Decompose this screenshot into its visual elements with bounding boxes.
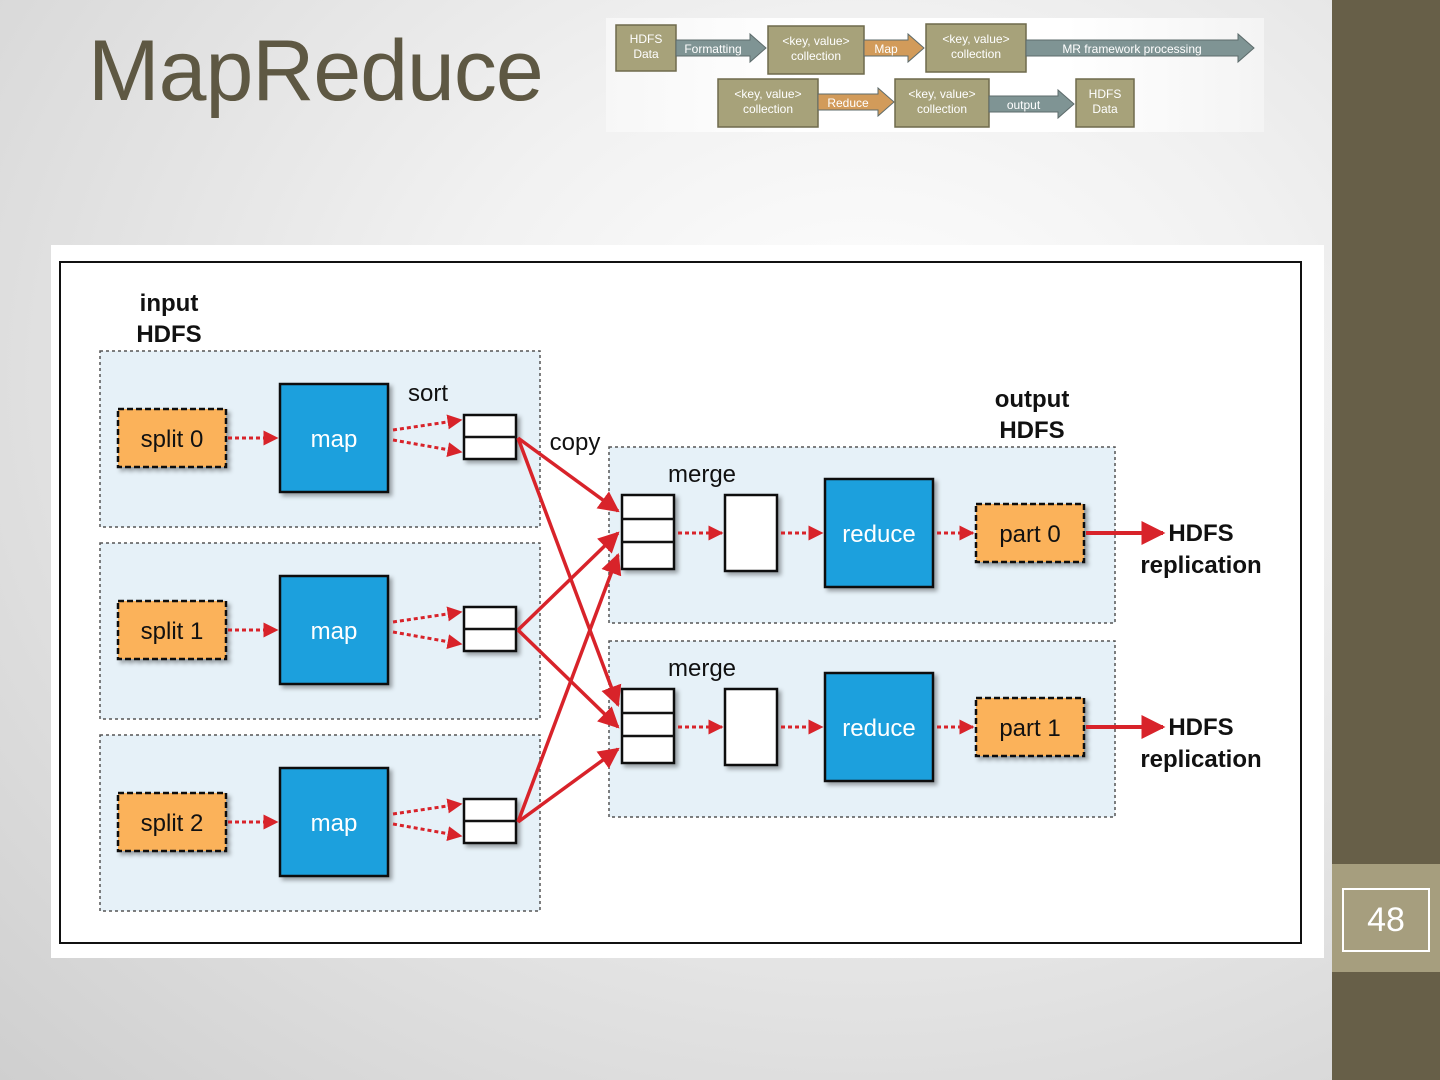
part-label-0: part 0 bbox=[999, 521, 1060, 548]
replication-label-1: HDFS bbox=[1168, 714, 1233, 741]
slide-title: MapReduce bbox=[88, 23, 544, 119]
flow-box-kv-3-label: collection bbox=[743, 102, 793, 116]
split-label-1: split 1 bbox=[141, 618, 204, 645]
map-box-0 bbox=[278, 382, 390, 494]
flow-arrow-map-label: Map bbox=[874, 42, 898, 56]
flow-arrow-map-shape bbox=[863, 32, 925, 64]
flow-box-hdfs-data-out-label: HDFS bbox=[1089, 87, 1122, 101]
flow-arrow-output-shape bbox=[988, 88, 1075, 120]
replication-label-2-0: replication bbox=[1140, 552, 1261, 579]
reduce-box-0 bbox=[823, 477, 935, 589]
flow-arrow-reduce-shape bbox=[817, 86, 895, 118]
page-number: 48 bbox=[1342, 888, 1430, 952]
arrow-map-sort-b-1 bbox=[392, 630, 463, 650]
output-hdfs-label-2: HDFS bbox=[999, 417, 1064, 444]
copy-arrow-0-0 bbox=[516, 436, 620, 513]
arrow-map-sort-b-0 bbox=[392, 438, 463, 458]
flow-arrow-formatting-shape bbox=[675, 32, 767, 64]
flow-box-kv-4: <key, value>collection bbox=[894, 78, 990, 128]
map-label-1: map bbox=[311, 618, 358, 645]
replication-label-0: HDFS bbox=[1168, 520, 1233, 547]
merged-buffer-0 bbox=[723, 493, 779, 573]
input-hdfs-label-2: HDFS bbox=[136, 321, 201, 348]
flow-arrow-map: Map bbox=[863, 32, 925, 64]
flow-box-kv-4-label: collection bbox=[917, 102, 967, 116]
flow-box-kv-2: <key, value>collection bbox=[925, 23, 1027, 73]
part-box-0 bbox=[974, 502, 1086, 564]
flow-arrow-reduce-label: Reduce bbox=[827, 96, 869, 110]
flow-box-hdfs-data-in-label: HDFS bbox=[630, 32, 663, 46]
arrow-map-sort-b-2 bbox=[392, 822, 463, 842]
flow-box-kv-1-label: collection bbox=[791, 49, 841, 63]
map-box-1 bbox=[278, 574, 390, 686]
part-box-1 bbox=[974, 696, 1086, 758]
reduce-box-1 bbox=[823, 671, 935, 783]
arrow-map-sort-a-2 bbox=[392, 798, 463, 816]
copy-arrow-2-1 bbox=[516, 747, 620, 824]
flow-box-kv-3-label: <key, value> bbox=[734, 87, 801, 101]
copy-arrow-1-1 bbox=[516, 628, 620, 729]
split-box-1 bbox=[116, 599, 228, 661]
replication-label-2-1: replication bbox=[1140, 746, 1261, 773]
arrow-map-sort-a-1 bbox=[392, 606, 463, 624]
arrow-map-sort-a-0 bbox=[392, 414, 463, 432]
page-number-band bbox=[1332, 864, 1440, 972]
flow-box-hdfs-data-in-rect bbox=[615, 24, 677, 72]
flow-box-kv-1: <key, value>collection bbox=[767, 25, 865, 75]
split-label-0: split 0 bbox=[141, 426, 204, 453]
flow-arrow-mr-processing-label: MR framework processing bbox=[1062, 42, 1201, 56]
flow-box-kv-2-rect bbox=[925, 23, 1027, 73]
flow-arrow-formatting: Formatting bbox=[675, 32, 767, 64]
map-label-0: map bbox=[311, 426, 358, 453]
flow-box-kv-4-label: <key, value> bbox=[908, 87, 975, 101]
flow-arrow-output-label: output bbox=[1007, 98, 1041, 112]
merge-stack-0 bbox=[620, 493, 676, 571]
merged-buffer-1 bbox=[723, 687, 779, 767]
flow-box-kv-2-label: <key, value> bbox=[942, 32, 1009, 46]
flow-arrow-formatting-label: Formatting bbox=[684, 42, 741, 56]
flow-box-kv-2-label: collection bbox=[951, 47, 1001, 61]
map-label-2: map bbox=[311, 810, 358, 837]
flow-box-kv-3: <key, value>collection bbox=[717, 78, 819, 128]
output-hdfs-label: output bbox=[995, 386, 1070, 413]
part-label-1: part 1 bbox=[999, 715, 1060, 742]
input-hdfs-label: input bbox=[140, 290, 199, 317]
flow-box-kv-4-rect bbox=[894, 78, 990, 128]
flow-arrow-output: output bbox=[988, 88, 1075, 120]
flow-arrow-reduce: Reduce bbox=[817, 86, 895, 118]
copy-arrow-1-0 bbox=[516, 531, 620, 632]
map-box-2 bbox=[278, 766, 390, 878]
flow-box-kv-1-label: <key, value> bbox=[782, 34, 849, 48]
flow-arrow-mr-processing-shape bbox=[1025, 32, 1255, 64]
merge-label-1: merge bbox=[668, 655, 736, 682]
split-box-0 bbox=[116, 407, 228, 469]
split-label-2: split 2 bbox=[141, 810, 204, 837]
copy-arrow-2-0 bbox=[516, 553, 622, 823]
sort-label: sort bbox=[408, 380, 448, 407]
split-box-2 bbox=[116, 791, 228, 853]
copy-label: copy bbox=[550, 429, 601, 456]
reduce-label-1: reduce bbox=[842, 715, 915, 742]
flow-box-hdfs-data-out-label: Data bbox=[1092, 102, 1118, 116]
merge-stack-1 bbox=[620, 687, 676, 765]
flow-box-hdfs-data-in-label: Data bbox=[633, 47, 659, 61]
reduce-label-0: reduce bbox=[842, 521, 915, 548]
flow-box-hdfs-data-out-rect bbox=[1075, 78, 1135, 128]
copy-arrow-0-1 bbox=[516, 437, 622, 707]
merge-label-0: merge bbox=[668, 461, 736, 488]
flow-arrow-mr-processing: MR framework processing bbox=[1025, 32, 1255, 64]
